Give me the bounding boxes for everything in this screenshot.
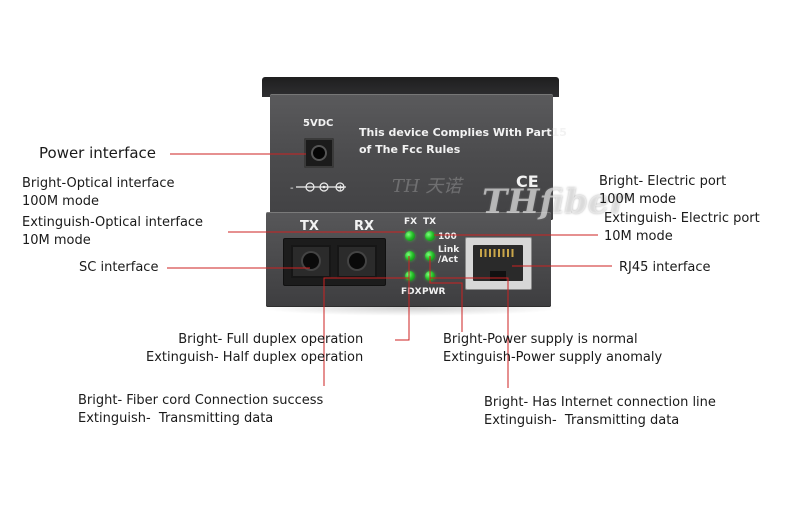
callout-duplex: Bright- Full duplex operation Extinguish… [146,332,364,365]
rx-port-label: RX [354,219,375,234]
led-fdx [405,271,415,281]
fcc-compliance-text: This device Complies With Part15 of The … [359,126,567,156]
callout-fiber-link: Bright- Fiber cord Connection success Ex… [78,393,324,426]
led-label-tx: TX [423,217,437,227]
led-label-fdx: FDX [401,287,422,297]
led-fx-link [405,251,415,261]
watermark-cn: TH 天诺 [392,176,462,197]
callout-electric-10m: Extinguish- Electric port 10M mode [604,211,760,244]
svg-text:-: - [290,183,294,193]
callout-power-supply: Bright-Power supply is normal Extinguish… [443,332,663,365]
callout-rj45-interface: RJ45 interface [619,260,711,275]
rj45-port [465,237,532,290]
polarity-symbol-icon: - + [290,182,346,194]
callout-sc-interface: SC interface [79,260,159,275]
dc-power-jack [304,138,334,168]
led-fx-speed [405,231,415,241]
svg-text:+: + [337,184,345,194]
sc-port-rx [337,245,377,278]
led-label-100: 100 [438,232,457,242]
led-label-link-act: Link /Act [438,245,460,265]
callout-internet-link: Bright- Has Internet connection line Ext… [484,395,716,428]
sc-port-tx [291,245,331,278]
device-top-edge [262,77,559,97]
callout-electric-100m: Bright- Electric port 100M mode [599,174,727,207]
brand-watermark: THfiber [482,182,628,222]
tx-port-label: TX [300,219,319,234]
power-rating-label: 5VDC [303,118,334,129]
led-label-pwr: PWR [422,287,446,297]
callout-optical-10m: Extinguish-Optical interface 10M mode [22,215,204,248]
led-tx-speed [425,231,435,241]
led-label-fx: FX [404,217,418,227]
ce-mark: CE [516,172,539,191]
callout-optical-100m: Bright-Optical interface 100M mode [22,176,175,209]
callout-power-interface: Power interface [39,144,157,162]
